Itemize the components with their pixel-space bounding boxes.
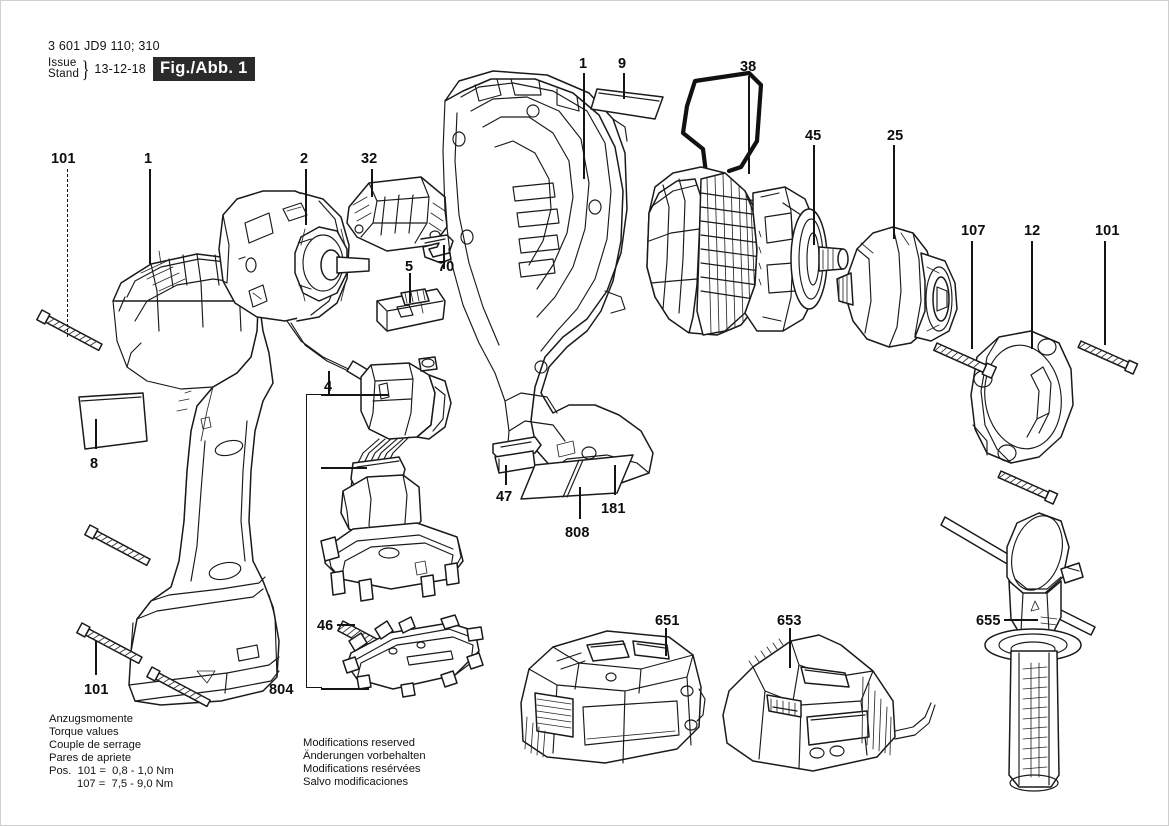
part-charger bbox=[722, 634, 936, 772]
figure-badge: Fig./Abb. 1 bbox=[152, 57, 255, 82]
part-housing-half-left bbox=[112, 250, 280, 706]
leader-1-a bbox=[149, 169, 151, 264]
part-front-bracket bbox=[970, 330, 1074, 464]
callout-804: 804 bbox=[269, 682, 294, 698]
leader-808 bbox=[579, 487, 581, 519]
leader-47 bbox=[505, 465, 507, 485]
leader-12 bbox=[1031, 241, 1033, 349]
leader-804-tail bbox=[343, 688, 369, 690]
issue-labels: Issue Stand bbox=[48, 56, 80, 81]
leader-655 bbox=[1004, 619, 1038, 621]
part-keyless-chuck bbox=[836, 226, 958, 348]
issue-row: Issue Stand } 13-12-18 Fig./Abb. 1 bbox=[48, 56, 255, 82]
leader-101-c bbox=[95, 641, 97, 675]
callout-5: 5 bbox=[405, 259, 414, 275]
leader-45 bbox=[813, 145, 815, 245]
leader-181 bbox=[614, 465, 616, 495]
modifications-legend: Modifications reserved Änderungen vorbeh… bbox=[303, 737, 426, 789]
part-gearbox bbox=[646, 166, 849, 336]
torque-values-legend: Anzugsmomente Torque values Couple de se… bbox=[49, 713, 174, 791]
part-screws-bracket bbox=[932, 340, 1139, 505]
part-pad-8 bbox=[78, 392, 148, 450]
part-motor bbox=[218, 190, 410, 402]
part-pad-47 bbox=[492, 436, 542, 474]
callout-101-b: 101 bbox=[1095, 223, 1120, 239]
callout-25: 25 bbox=[887, 128, 904, 144]
callout-70: 70 bbox=[438, 259, 455, 275]
part-side-handle bbox=[940, 512, 1096, 792]
callout-32: 32 bbox=[361, 151, 378, 167]
issue-date: 13-12-18 bbox=[94, 62, 146, 77]
issue-label-de: Stand bbox=[48, 68, 80, 81]
callout-107: 107 bbox=[961, 223, 986, 239]
part-housing-half-right bbox=[442, 70, 654, 484]
callout-9: 9 bbox=[618, 56, 627, 72]
callout-1-a: 1 bbox=[144, 151, 153, 167]
document-code: 3 601 JD9 110; 310 bbox=[48, 39, 160, 53]
part-battery-pack bbox=[520, 630, 706, 764]
callout-4: 4 bbox=[324, 379, 333, 395]
callout-101-c: 101 bbox=[84, 682, 109, 698]
leader-32 bbox=[371, 169, 373, 197]
callout-47: 47 bbox=[496, 489, 513, 505]
leader-651 bbox=[665, 628, 667, 656]
leader-38 bbox=[748, 76, 750, 174]
part-contact-block bbox=[376, 288, 446, 332]
brace-glyph: } bbox=[81, 56, 90, 82]
document-header: 3 601 JD9 110; 310 Issue Stand } 13-12-1… bbox=[48, 39, 255, 82]
leader-653 bbox=[789, 628, 791, 668]
callout-181: 181 bbox=[601, 501, 626, 517]
callout-655: 655 bbox=[976, 613, 1001, 629]
callout-808: 808 bbox=[565, 525, 590, 541]
leader-46 bbox=[337, 624, 355, 626]
part-battery-latch bbox=[346, 176, 448, 252]
group-bracket-4-804 bbox=[306, 394, 322, 688]
leader-101-b bbox=[1104, 241, 1106, 345]
bracket-bottom-extend bbox=[321, 688, 343, 690]
leader-2 bbox=[305, 169, 307, 225]
part-screws-left bbox=[36, 309, 211, 708]
leader-70 bbox=[443, 257, 445, 269]
leader-4-stalk bbox=[328, 371, 330, 395]
part-nameplate-9 bbox=[590, 88, 664, 120]
callout-38: 38 bbox=[740, 59, 757, 75]
leader-25 bbox=[893, 145, 895, 239]
leader-1-b bbox=[583, 73, 585, 179]
issue-label-en: Issue bbox=[48, 56, 77, 69]
callout-46: 46 bbox=[317, 618, 334, 634]
leader-101-a bbox=[67, 169, 68, 337]
leader-107 bbox=[971, 241, 973, 349]
callout-653: 653 bbox=[777, 613, 802, 629]
callout-12: 12 bbox=[1024, 223, 1041, 239]
callout-651: 651 bbox=[655, 613, 680, 629]
part-base-plate-804 bbox=[342, 614, 484, 698]
callout-1-b: 1 bbox=[579, 56, 588, 72]
callout-2: 2 bbox=[300, 151, 309, 167]
bracket-top-extend bbox=[321, 394, 389, 396]
leader-8 bbox=[95, 419, 97, 449]
leader-70-b bbox=[443, 245, 445, 261]
callout-101-a: 101 bbox=[51, 151, 76, 167]
callout-8: 8 bbox=[90, 456, 99, 472]
part-labels-808-181 bbox=[520, 454, 634, 500]
leader-5 bbox=[409, 273, 411, 303]
bracket-mid-extend bbox=[321, 467, 367, 469]
leader-9 bbox=[623, 73, 625, 99]
callout-45: 45 bbox=[805, 128, 822, 144]
